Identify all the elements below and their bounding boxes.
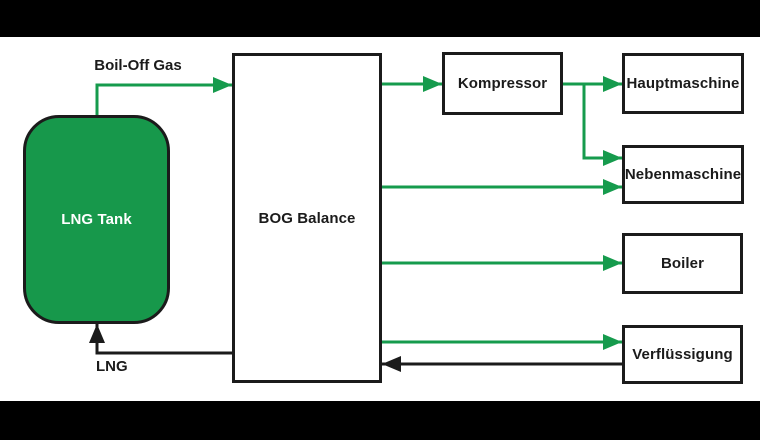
node-label-lng-tank: LNG Tank bbox=[61, 211, 132, 228]
node-label-boiler: Boiler bbox=[660, 255, 705, 272]
node-lng-tank: LNG Tank bbox=[23, 115, 170, 324]
node-nebenmaschine: Nebenmaschine bbox=[622, 145, 744, 204]
node-verfluessigung: Verflüssigung bbox=[622, 325, 743, 384]
node-label-kompressor: Kompressor bbox=[457, 75, 548, 92]
edge-tank-to-bog bbox=[95, 77, 232, 116]
node-boiler: Boiler bbox=[622, 233, 743, 294]
node-bog-balance: BOG Balance bbox=[232, 53, 382, 383]
node-hauptmaschine: Hauptmaschine bbox=[622, 53, 744, 114]
edge-label-lng: LNG bbox=[96, 358, 128, 375]
edge-bog-to-tank bbox=[89, 324, 232, 355]
node-label-nebenmaschine: Nebenmaschine bbox=[624, 166, 742, 183]
node-label-verfluessigung: Verflüssigung bbox=[632, 346, 733, 363]
node-label-hauptmaschine: Hauptmaschine bbox=[626, 75, 740, 92]
node-label-bog-balance: BOG Balance bbox=[258, 209, 356, 227]
edge-kompressor-to-nebenmaschine bbox=[582, 84, 622, 166]
edge-label-boil-off-gas: Boil-Off Gas bbox=[94, 57, 182, 74]
node-kompressor: Kompressor bbox=[442, 52, 563, 115]
